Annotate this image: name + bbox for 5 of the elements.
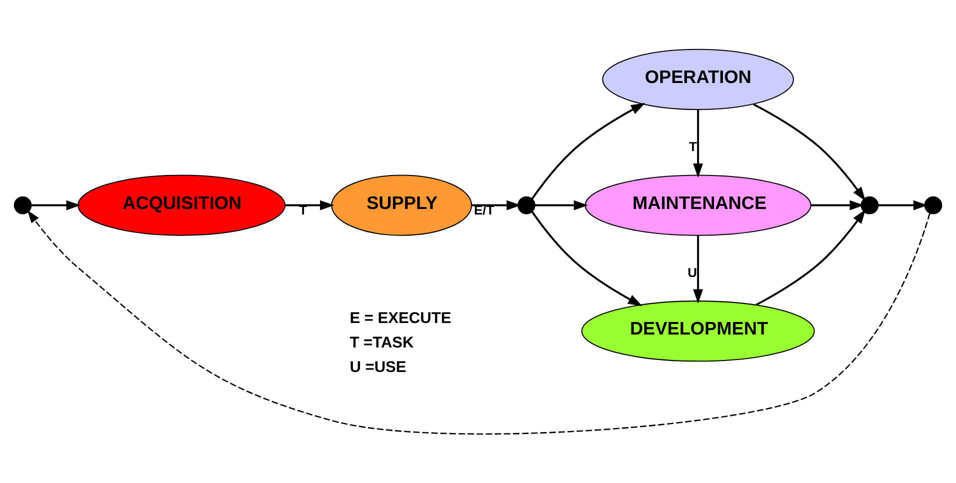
label: E = EXECUTE — [350, 309, 452, 326]
label: T =TASK — [350, 334, 414, 351]
label: U =USE — [350, 358, 406, 376]
edge-label: U — [688, 264, 698, 280]
edge-label: T — [688, 138, 697, 154]
